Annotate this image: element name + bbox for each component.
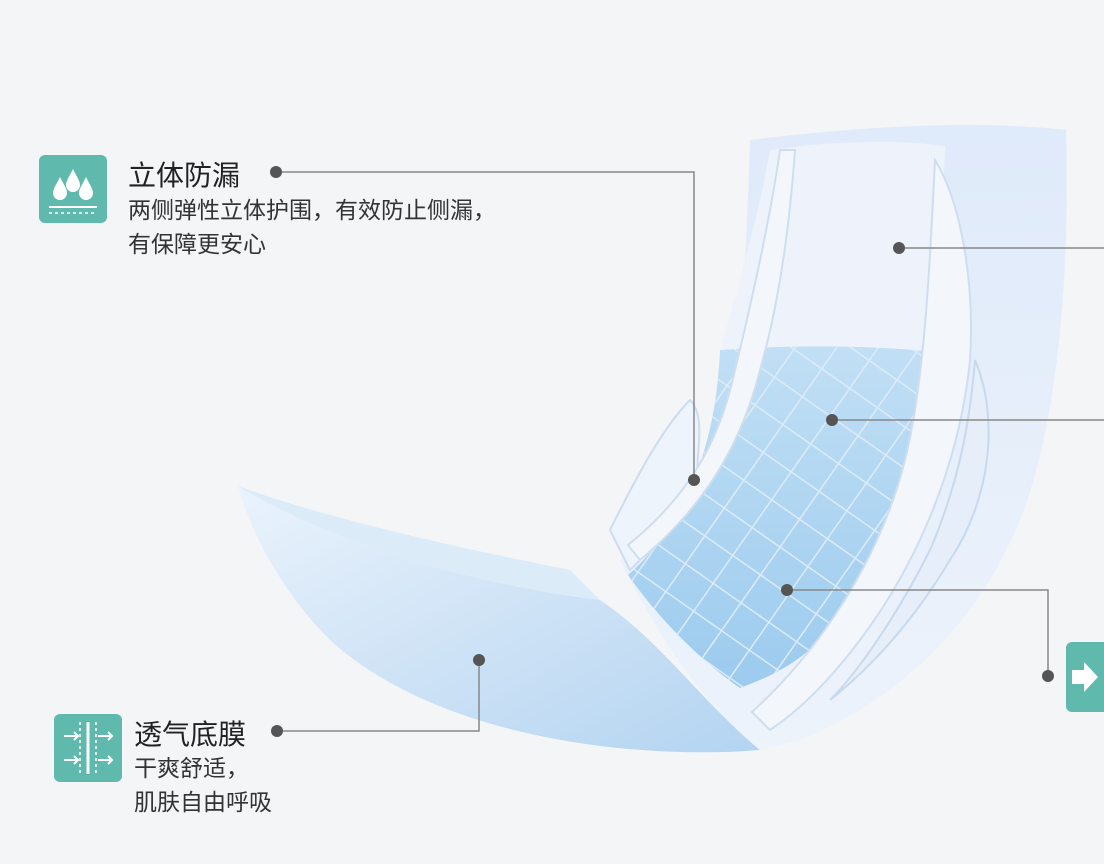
water-drops-icon (39, 155, 107, 223)
leader-dots (270, 166, 1054, 737)
feature-desc-line: 有保障更安心 (128, 232, 266, 258)
bottom-film (238, 486, 760, 753)
bottom-film-edge (238, 486, 600, 600)
feature-desc-line: 干爽舒适， (134, 756, 249, 782)
breathable-film-icon (54, 714, 122, 782)
feature-title: 透气底膜 (134, 718, 247, 751)
arrow-right-icon (1066, 642, 1104, 712)
feature-desc-line: 两侧弹性立体护围，有效防止侧漏， (128, 198, 496, 224)
leader-lines (276, 171, 1104, 732)
right-ruffle (829, 359, 990, 701)
feature-title: 立体防漏 (128, 159, 241, 192)
right-guard (750, 156, 972, 732)
feature-desc-line: 肌肤自由呼吸 (134, 790, 272, 816)
left-guard (626, 149, 797, 562)
